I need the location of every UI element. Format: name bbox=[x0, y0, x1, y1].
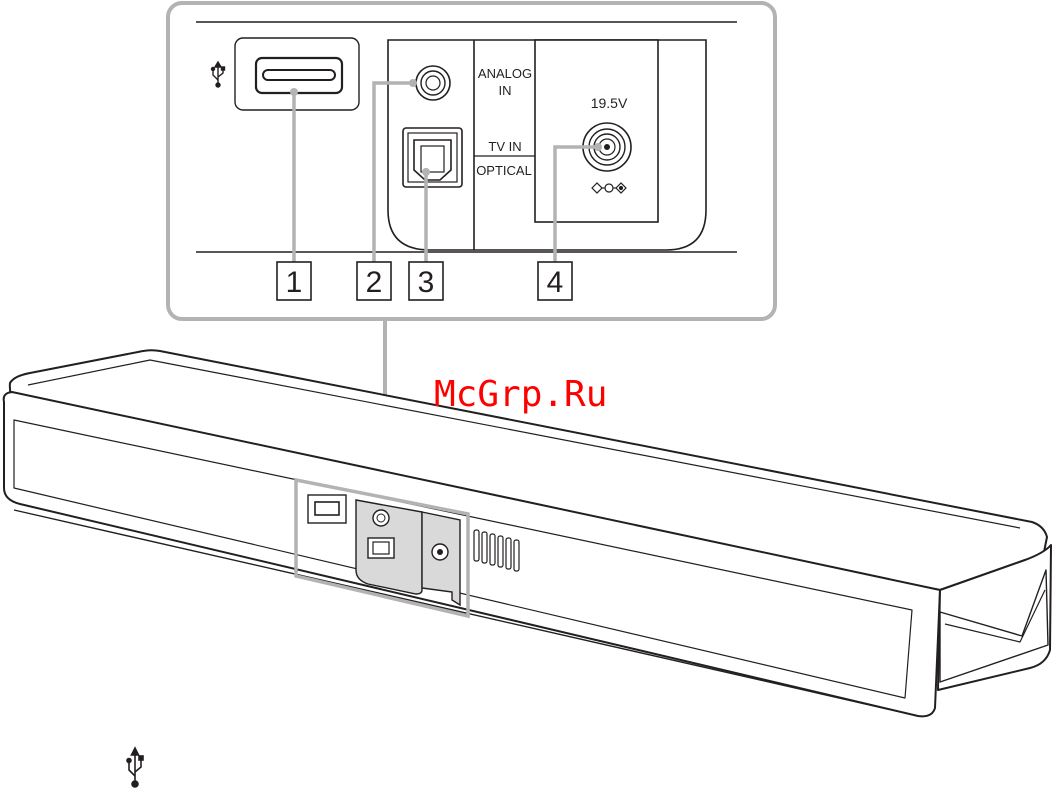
callout-3-number: 3 bbox=[418, 266, 435, 299]
optical-port bbox=[403, 128, 462, 187]
callout-1-number: 1 bbox=[286, 266, 303, 299]
voltage-label: 19.5V bbox=[591, 95, 628, 111]
analog-in-jack bbox=[416, 66, 450, 100]
watermark: McGrp.Ru bbox=[434, 374, 607, 415]
callout-2-number: 2 bbox=[366, 266, 383, 299]
optical-label: OPTICAL bbox=[476, 163, 532, 178]
usb-port-slot bbox=[263, 70, 335, 80]
usb-icon bbox=[127, 748, 143, 787]
zoom-callout-panel: ANALOG IN TV IN OPTICAL 19.5V 1 2 bbox=[168, 3, 775, 319]
callout-2: 2 bbox=[357, 262, 391, 300]
callout-1: 1 bbox=[277, 262, 311, 300]
callout-3: 3 bbox=[409, 262, 443, 300]
analog-label-line1: ANALOG bbox=[478, 66, 532, 81]
callout-4: 4 bbox=[538, 262, 572, 300]
soundbar-usb-port bbox=[315, 502, 339, 515]
analog-label-line2: IN bbox=[499, 83, 512, 98]
tv-in-label: TV IN bbox=[488, 139, 521, 154]
callout-4-number: 4 bbox=[547, 266, 564, 299]
